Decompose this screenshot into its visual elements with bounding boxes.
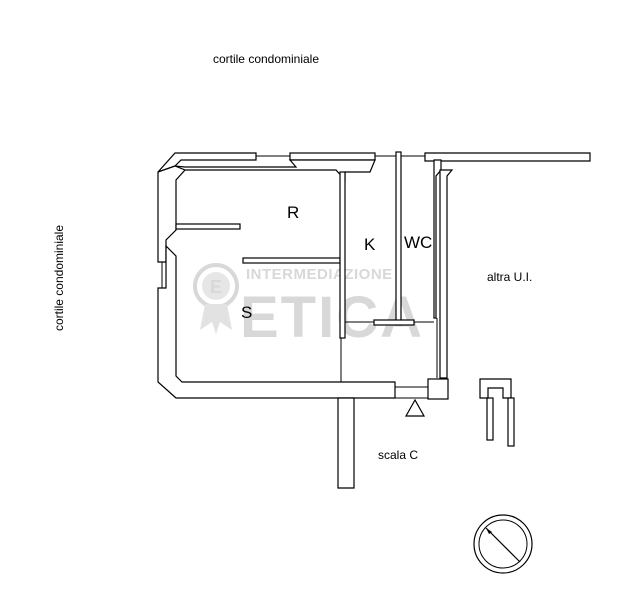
label-top-courtyard: cortile condominiale	[213, 52, 319, 66]
wall-wc-left	[395, 151, 402, 326]
room-label-k: K	[364, 235, 376, 254]
wall-wc-bottom	[373, 319, 415, 326]
wall-k-left	[339, 171, 346, 339]
label-stair: scala C	[378, 448, 418, 462]
openings	[161, 155, 438, 399]
compass-icon	[473, 514, 533, 574]
watermark-badge: E	[193, 263, 239, 334]
watermark-badge-letter: E	[210, 277, 222, 297]
wall-left-lower	[157, 244, 396, 399]
wall-top-mid	[289, 152, 376, 161]
room-label-s: S	[241, 303, 252, 322]
wall-right-partition	[433, 159, 442, 319]
wall-s-k-divider	[242, 257, 341, 264]
wall-stair-right-b	[507, 397, 515, 447]
room-label-r: R	[287, 203, 299, 222]
wall-stair-right-a	[486, 397, 494, 441]
wall-landing-post	[427, 378, 449, 400]
wall-right-long	[439, 169, 454, 379]
watermark-big-text: ETICA	[240, 285, 424, 350]
watermark: E INTERMEDIAZIONE ETICA	[193, 263, 424, 350]
wall-stair-left	[337, 397, 355, 489]
entrance-arrow-icon	[404, 398, 426, 417]
wall-r-s-divider	[175, 223, 241, 230]
wall-stair-right-top	[479, 378, 512, 399]
wall-top-right	[424, 152, 591, 162]
room-label-wc: WC	[404, 233, 432, 252]
walls	[157, 151, 591, 489]
wall-left-upper	[157, 165, 187, 263]
label-left-courtyard: cortile condominiale	[52, 225, 66, 331]
label-other-unit: altra U.I.	[487, 270, 532, 284]
watermark-top-text: INTERMEDIAZIONE	[246, 266, 393, 283]
